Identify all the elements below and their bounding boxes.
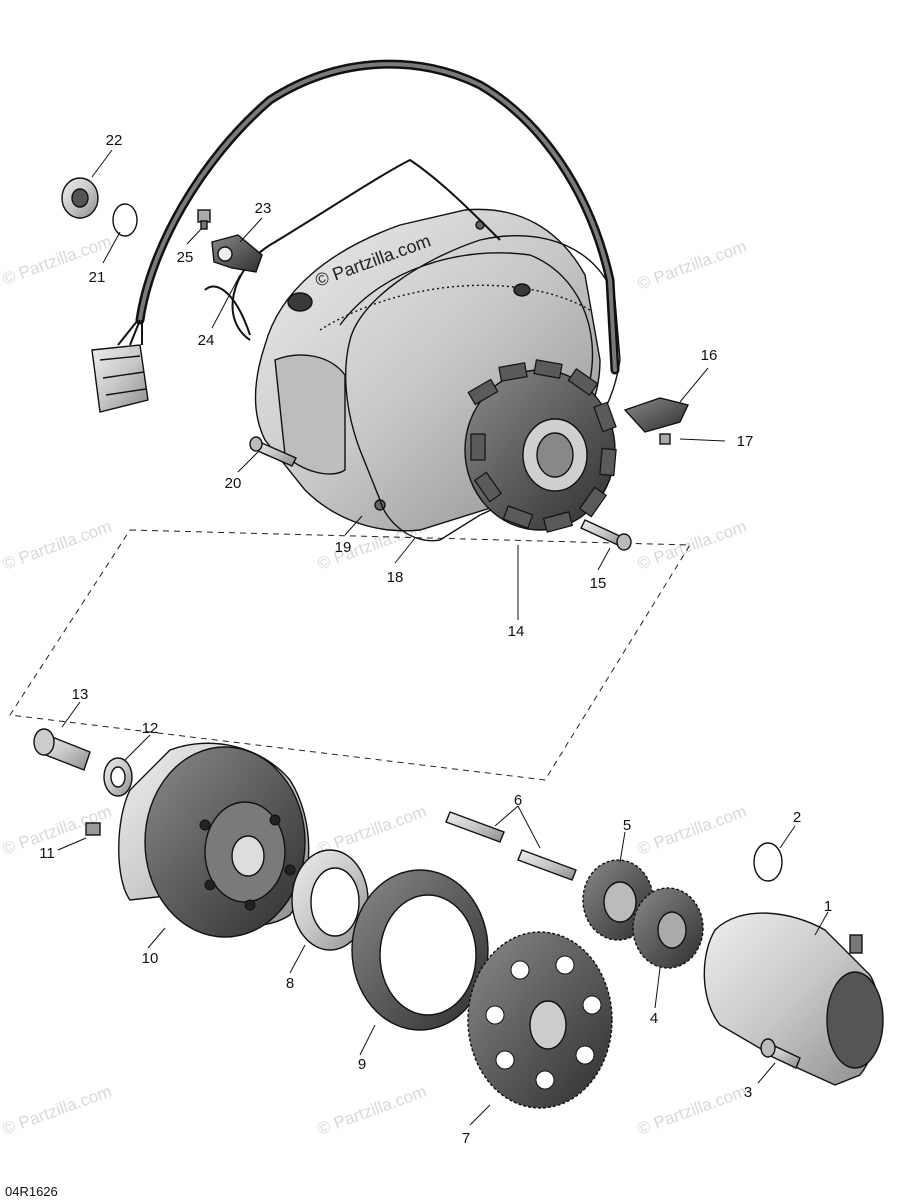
dowel-pin (445, 811, 577, 881)
rotor-bolt (33, 728, 91, 771)
crankshaft-position-sensor (211, 234, 263, 273)
callout-7: 7 (462, 1130, 470, 1147)
callout-22: 22 (106, 132, 123, 149)
callout-20: 20 (225, 475, 242, 492)
leader-lines (57, 149, 829, 1126)
sensor-screw (197, 209, 211, 230)
wiring-harness (117, 59, 620, 375)
alignment-dashed-outline (9, 529, 691, 781)
starter-drive-gear (632, 887, 704, 969)
wire-clamp (623, 397, 689, 433)
stator (464, 359, 617, 533)
rotor-washer (103, 757, 133, 797)
callout-19: 19 (335, 539, 352, 556)
document-number: 04R1626 (5, 1184, 58, 1199)
callout-9: 9 (358, 1056, 366, 1073)
bushing (61, 177, 99, 219)
watermark-text: © Partzilla.com (635, 802, 749, 859)
watermark-text: © Partzilla.com (0, 1082, 114, 1139)
callout-1: 1 (824, 898, 832, 915)
stator-bolt (580, 519, 632, 551)
callout-23: 23 (255, 200, 272, 217)
harness-connector (91, 344, 149, 413)
watermark-text: © Partzilla.com (315, 1082, 429, 1139)
callout-6: 6 (514, 792, 522, 809)
callout-17: 17 (737, 433, 754, 450)
callout-16: 16 (701, 347, 718, 364)
callout-13: 13 (72, 686, 89, 703)
callout-5: 5 (623, 817, 631, 834)
starter-ring-gear (467, 931, 613, 1109)
callout-24: 24 (198, 332, 215, 349)
clamp-screw (659, 433, 671, 445)
callout-2: 2 (793, 809, 801, 826)
sprag-clutch (351, 869, 489, 1031)
starter-o-ring (753, 842, 783, 882)
callout-labels: 1 2 3 4 5 6 7 8 9 10 11 12 13 14 15 16 1… (39, 132, 832, 1147)
callout-15: 15 (590, 575, 607, 592)
magneto-rotor (118, 742, 310, 938)
magneto-screw (85, 822, 101, 836)
watermark-text: © Partzilla.com (635, 1082, 749, 1139)
callout-12: 12 (142, 720, 159, 737)
callout-11: 11 (39, 845, 55, 862)
callout-10: 10 (142, 950, 159, 967)
sprag-bearing (291, 849, 369, 951)
callout-3: 3 (744, 1084, 752, 1101)
watermark-text: © Partzilla.com (0, 517, 114, 574)
callout-14: 14 (508, 623, 525, 640)
callout-21: 21 (89, 269, 106, 286)
watermark-text: © Partzilla.com (635, 517, 749, 574)
callout-25: 25 (177, 249, 194, 266)
callout-8: 8 (286, 975, 294, 992)
starter-screw (760, 1038, 801, 1069)
electric-starter (703, 912, 884, 1086)
callout-18: 18 (387, 569, 404, 586)
cover-bolt (249, 436, 297, 467)
o-ring-small (112, 203, 138, 237)
callout-4: 4 (650, 1010, 658, 1027)
watermark-text: © Partzilla.com (635, 237, 749, 294)
